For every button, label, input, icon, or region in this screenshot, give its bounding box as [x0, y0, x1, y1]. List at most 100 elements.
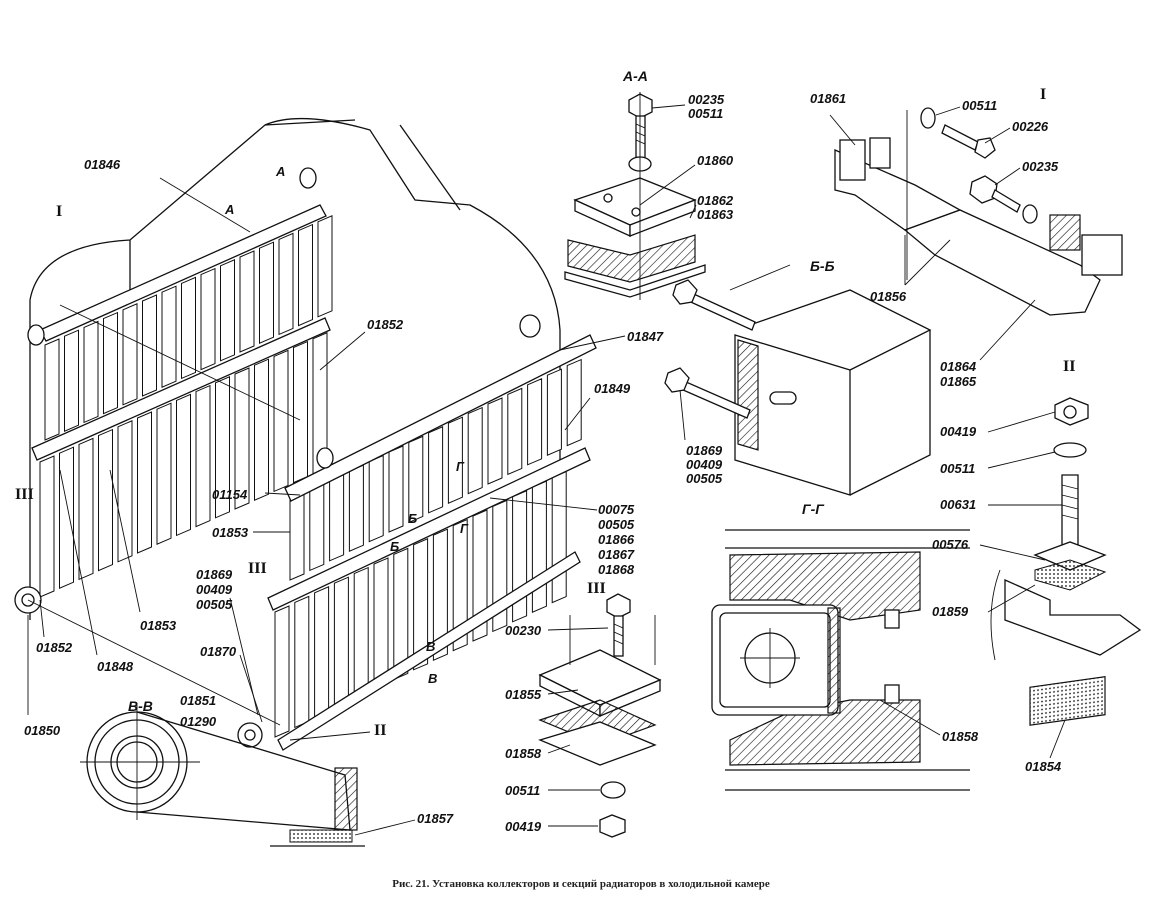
part-label-01848: 01848	[97, 659, 134, 674]
radiator-fin	[432, 528, 448, 661]
section-vv-title: В-В	[128, 698, 153, 714]
radiator-fin	[64, 329, 79, 432]
part-label-00511: 00511	[962, 98, 998, 113]
radiator-fin	[289, 493, 305, 581]
radiator-fin	[83, 320, 99, 424]
marker-detail-i: I	[56, 203, 63, 220]
part-label-01858: 01858	[505, 746, 542, 761]
part-label-00576: 00576	[932, 537, 969, 552]
radiator-fin	[215, 376, 230, 519]
marker-b2: Б	[390, 539, 400, 554]
part-label-01855: 01855	[505, 687, 542, 702]
part-label-01850: 01850	[24, 723, 61, 738]
radiator-fin	[373, 557, 389, 690]
radiator-fin	[254, 358, 269, 501]
radiator-fin	[333, 576, 349, 709]
part-label-01860: 01860	[697, 153, 734, 168]
part-label-01869: 01869	[686, 443, 723, 458]
radiator-fin	[274, 605, 290, 738]
radiator-fin	[278, 232, 294, 336]
radiator-fin	[161, 285, 177, 388]
part-label-01870: 01870	[200, 644, 237, 659]
radiator-fin	[39, 455, 55, 598]
part-label-01867: 01867	[598, 547, 635, 562]
radiator-fin	[273, 349, 289, 493]
part-label-00419: 00419	[505, 819, 542, 834]
radiator-fin	[368, 454, 384, 543]
radiator-fin	[353, 566, 369, 700]
leader-lines	[27, 104, 1066, 836]
marker-detail-ii: II	[374, 722, 387, 739]
radiator-fin	[239, 250, 255, 353]
detail-i-drawing	[834, 107, 1123, 316]
radiator-fin	[428, 426, 444, 514]
radiator-fin	[467, 406, 483, 495]
radiator-fin	[78, 437, 94, 581]
radiator-fin	[309, 483, 325, 572]
part-label-00226: 00226	[1012, 119, 1049, 134]
detail-i-title: I	[1040, 86, 1047, 103]
part-label-00511: 00511	[688, 106, 724, 121]
section-aa-title: А-А	[623, 68, 648, 84]
radiator-fin	[413, 538, 429, 671]
radiator-fin	[294, 595, 310, 729]
part-label-01866: 01866	[598, 532, 635, 547]
part-label-01859: 01859	[932, 604, 969, 619]
part-label-00235: 00235	[688, 92, 725, 107]
part-label-00230: 00230	[505, 623, 542, 638]
marker-v1: В	[426, 639, 436, 654]
part-label-01851: 01851	[180, 693, 217, 708]
part-label-01854: 01854	[1025, 759, 1062, 774]
part-label-00409: 00409	[686, 457, 723, 472]
radiator-fin	[531, 480, 547, 613]
part-label-01853: 01853	[140, 618, 177, 633]
part-label-01849: 01849	[594, 381, 631, 396]
radiator-fin	[487, 397, 503, 485]
rear-radiator-bank	[39, 215, 333, 598]
part-label-01852: 01852	[36, 640, 73, 655]
part-label-01869: 01869	[196, 567, 233, 582]
part-label-01861: 01861	[810, 91, 847, 106]
radiator-fin	[314, 586, 330, 719]
part-label-01847: 01847	[627, 329, 664, 344]
radiator-fin	[176, 393, 191, 537]
radiator-fin	[393, 547, 409, 681]
part-label-01856: 01856	[870, 289, 907, 304]
section-bb-title: Б-Б	[810, 258, 835, 274]
marker-detail-iii-left: III	[15, 486, 34, 503]
radiator-fin	[472, 509, 488, 642]
marker-b1: Б	[408, 511, 418, 526]
radiator-fin	[348, 464, 364, 552]
section-vv-drawing	[80, 705, 365, 847]
radiator-fin	[298, 223, 313, 327]
marker-a1: А	[225, 202, 235, 217]
part-label-00511: 00511	[505, 783, 541, 798]
marker-detail-iii-mid: III	[248, 560, 267, 577]
radiator-fin	[44, 338, 60, 441]
radiator-fin	[103, 311, 118, 415]
section-gg-drawing	[711, 529, 970, 791]
section-aa-drawing	[564, 92, 706, 300]
radiator-fin	[408, 435, 424, 524]
part-label-01858: 01858	[942, 729, 979, 744]
marker-a2: А	[276, 164, 286, 179]
section-gg-title: Г-Г	[802, 501, 824, 517]
radiator-fin	[546, 368, 562, 456]
radiator-fin	[317, 215, 333, 318]
part-label-01154: 01154	[212, 487, 248, 502]
part-label-01862: 01862	[697, 193, 734, 208]
radiator-fin	[447, 416, 463, 504]
radiator-fin	[234, 367, 250, 510]
part-label-01846: 01846	[84, 157, 121, 172]
part-label-00075: 00075	[598, 502, 635, 517]
marker-g1: Г	[456, 459, 464, 474]
radiator-fin	[181, 276, 196, 380]
part-label-01853: 01853	[212, 525, 249, 540]
radiator-fin	[59, 446, 74, 589]
radiator-fin	[195, 384, 211, 528]
radiator-fin	[452, 518, 468, 652]
part-label-00505: 00505	[686, 471, 723, 486]
radiator-fin	[329, 474, 345, 562]
collector-pipes	[14, 167, 597, 751]
